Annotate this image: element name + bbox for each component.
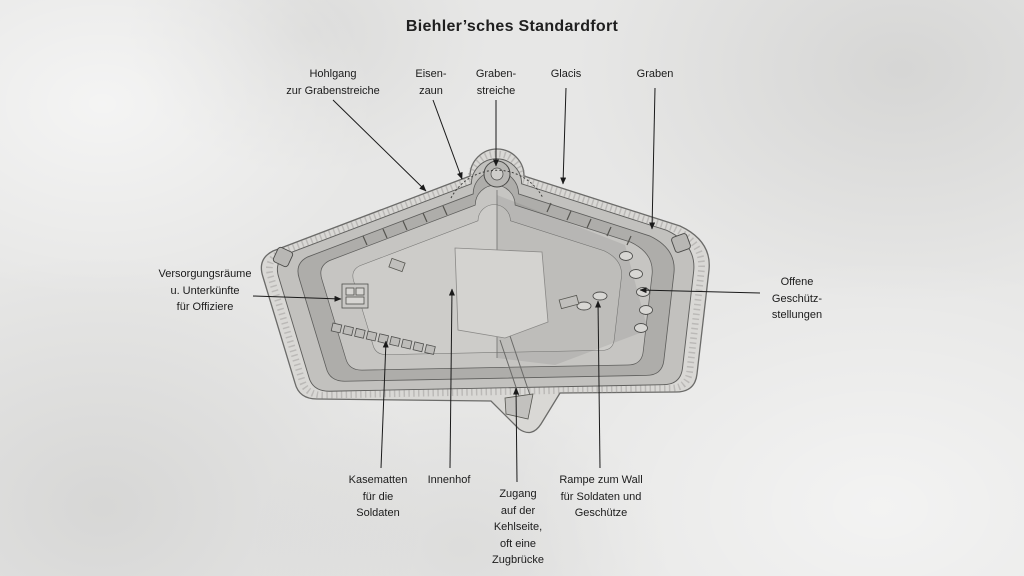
label-kasematten: Kasematten für die Soldaten bbox=[348, 474, 408, 519]
arrow-eisenzaun bbox=[432, 99, 463, 180]
label-glacis: Glacis bbox=[550, 68, 582, 80]
arrow-kasematten bbox=[380, 340, 389, 469]
arrow-glacis bbox=[560, 87, 567, 185]
fort-iron-fence bbox=[450, 169, 544, 199]
label-innenhof: Innenhof bbox=[427, 474, 471, 486]
arrow-hohlgang bbox=[332, 99, 427, 192]
label-graben: Graben bbox=[636, 68, 674, 80]
fort-right-shoulder-caponier bbox=[671, 233, 691, 253]
annotation-arrows bbox=[252, 87, 761, 483]
fort-casemates bbox=[330, 322, 436, 355]
fort-apex-caponier bbox=[483, 160, 511, 188]
fort-interior-structure-right bbox=[558, 294, 580, 310]
fort-gorge-entrance bbox=[504, 393, 534, 420]
arrow-rampe bbox=[595, 300, 602, 469]
fort-traverses bbox=[362, 202, 632, 246]
label-hohlgang: Hohlgang zur Grabenstreiche bbox=[286, 68, 380, 97]
arrow-innenhof bbox=[448, 288, 455, 469]
arrow-offene-geschuetzstellungen bbox=[639, 287, 761, 294]
arrow-zugang bbox=[513, 387, 520, 483]
label-grabenstreiche: Graben- streiche bbox=[475, 68, 517, 97]
arrow-versorgungsraeume bbox=[252, 295, 342, 302]
arrow-graben bbox=[649, 87, 656, 230]
label-offene-geschuetzstellungen: Offene Geschütz- stellungen bbox=[771, 276, 823, 321]
fort-left-shoulder-caponier bbox=[272, 246, 294, 268]
fort-plan bbox=[260, 148, 710, 434]
fort-interior-structure-left bbox=[388, 257, 406, 273]
label-zugang: Zugang auf der Kehlseite, oft eine Zugbr… bbox=[492, 488, 544, 566]
label-eisenzaun: Eisen- zaun bbox=[415, 68, 447, 97]
label-versorgungsraeume: Versorgungsräume u. Unterkünfte für Offi… bbox=[158, 268, 252, 313]
fort-courtyard bbox=[454, 247, 549, 339]
fort-officers-quarters bbox=[341, 283, 369, 309]
diagram-title: Biehler’sches Standardfort bbox=[405, 18, 619, 35]
label-rampe: Rampe zum Wall für Soldaten und Geschütz… bbox=[559, 474, 643, 519]
